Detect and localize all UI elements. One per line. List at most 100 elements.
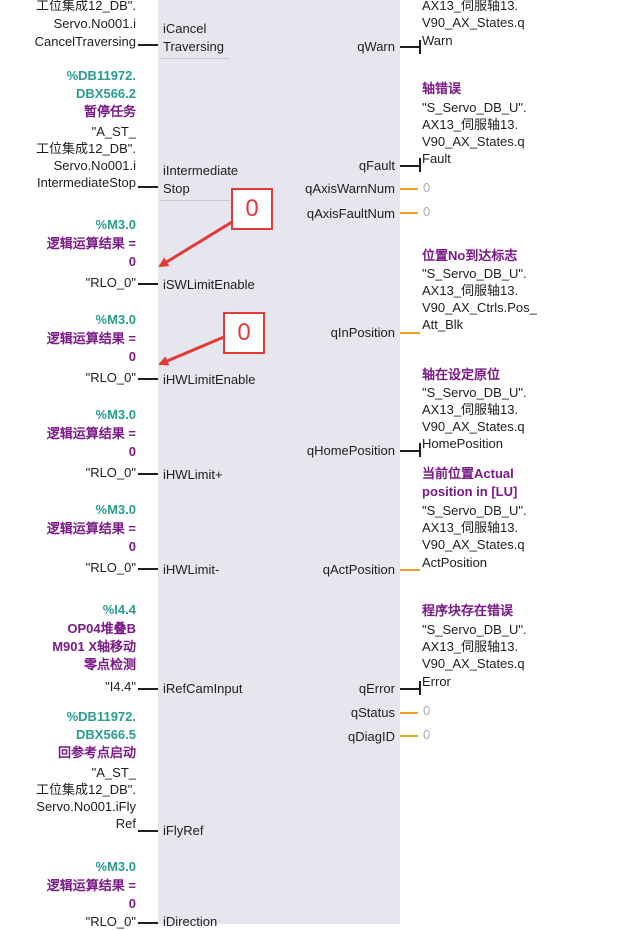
pin-label[interactable]: qStatus [350,705,395,720]
address-label: %DB11972. [66,709,136,724]
tag-line: Servo.No001.i [53,16,136,31]
pin-label[interactable]: iFlyRef [163,823,204,838]
tag-line: "I4.4" [105,679,136,694]
tag-line: AX13_伺服轴13. [422,639,519,654]
tag-line: Ref [115,816,136,831]
tag-line: "A_ST_ [91,124,136,139]
tag-line: "A_ST_ [91,765,136,780]
output-wire [400,569,420,571]
tag-line: AX13_伺服轴13. [422,117,519,132]
pin-label[interactable]: Traversing [163,39,224,54]
input-wire [138,186,158,188]
pin-label[interactable]: Stop [163,181,190,196]
pin-label[interactable]: iIntermediate [163,163,239,178]
tag-line: "S_Servo_DB_U". [422,100,527,115]
output-tick [419,443,421,457]
input-wire [138,568,158,570]
output-wire [400,688,420,690]
pin-separator [160,58,230,59]
pin-label[interactable]: qActPosition [322,562,395,577]
output-wire [400,188,418,190]
pin-label[interactable]: qDiagID [348,729,395,744]
output-wire [400,712,418,714]
tag-line: "RLO_0" [85,275,136,290]
comment-label: 0 [128,349,136,364]
tag-line: V90_AX_Ctrls.Pos_ [422,300,537,315]
tag-line: HomePosition [422,436,503,451]
pin-label[interactable]: qWarn [357,39,395,54]
pin-label[interactable]: qHomePosition [306,443,395,458]
output-tick [419,681,421,695]
tag-line: "S_Servo_DB_U". [422,622,527,637]
tag-line: V90_AX_States.q [422,15,525,30]
output-wire [400,212,418,214]
pin-label[interactable]: iRefCamInput [163,681,243,696]
input-wire [138,922,158,924]
comment-label: OP04堆叠B [67,621,136,636]
tag-line: V90_AX_States.q [422,656,525,671]
input-wire [138,688,158,690]
tag-line: V90_AX_States.q [422,419,525,434]
address-label: %M3.0 [95,312,136,327]
comment-label: 逻辑运算结果 = [46,878,136,893]
tag-line: IntermediateStop [36,175,136,190]
address-label: DBX566.2 [76,86,136,101]
output-wire [400,46,420,48]
tag-line: AX13_伺服轴13. [422,402,519,417]
comment-label: M901 X轴移动 [52,639,136,654]
input-wire [138,378,158,380]
tag-line: Att_Blk [422,317,464,332]
pin-label[interactable]: qAxisFaultNum [306,206,395,221]
comment-label: 零点检测 [83,657,136,672]
output-tick [419,158,421,172]
value-label: 0 [423,204,431,219]
callout-box: 0 [223,312,265,354]
output-wire [400,165,420,167]
tag-line: "S_Servo_DB_U". [422,266,527,281]
comment-label: 逻辑运算结果 = [46,331,136,346]
comment-label: 位置No到达标志 [422,248,518,263]
address-label: %M3.0 [95,407,136,422]
pin-label[interactable]: iSWLimitEnable [163,277,255,292]
address-label: %M3.0 [95,502,136,517]
comment-label: 0 [128,539,136,554]
tag-line: Warn [422,33,453,48]
tag-line: "RLO_0" [85,465,136,480]
tag-line: "S_Servo_DB_U". [422,385,527,400]
tag-line: "S_Servo_DB_U". [422,503,527,518]
pin-label[interactable]: qFault [358,158,395,173]
value-label: 0 [423,180,431,195]
comment-label: 0 [128,254,136,269]
pin-label[interactable]: qInPosition [330,325,395,340]
value-label: 0 [423,727,431,742]
function-block-body [158,0,400,924]
pin-label[interactable]: iHWLimit- [163,562,220,577]
tag-line: CancelTraversing [34,34,136,49]
input-wire [138,830,158,832]
callout-arrow [158,335,225,366]
address-label: %M3.0 [95,217,136,232]
tag-line: ActPosition [422,555,488,570]
pin-label[interactable]: iCancel [163,21,207,36]
pin-label[interactable]: qError [358,681,395,696]
address-label: DBX566.5 [76,727,136,742]
address-label: %M3.0 [95,859,136,874]
comment-label: 暂停任务 [83,104,136,119]
tag-line: 工位集成12_DB". [36,0,136,13]
pin-label[interactable]: iHWLimit+ [163,467,223,482]
pin-label[interactable]: qAxisWarnNum [305,181,395,196]
tag-line: V90_AX_States.q [422,134,525,149]
comment-label: position in [LU] [422,484,518,499]
comment-label: 轴在设定原位 [422,367,501,382]
address-label: %I4.4 [102,602,136,617]
tag-line: AX13_伺服轴13. [422,520,519,535]
input-wire [138,473,158,475]
tag-line: AX13_伺服轴13. [422,283,519,298]
comment-label: 0 [128,896,136,911]
tag-line: Servo.No001.iFly [36,799,136,814]
tag-line: Servo.No001.i [53,158,136,173]
pin-label[interactable]: iHWLimitEnable [163,372,256,387]
comment-label: 0 [128,444,136,459]
tag-line: 工位集成12_DB". [36,782,136,797]
